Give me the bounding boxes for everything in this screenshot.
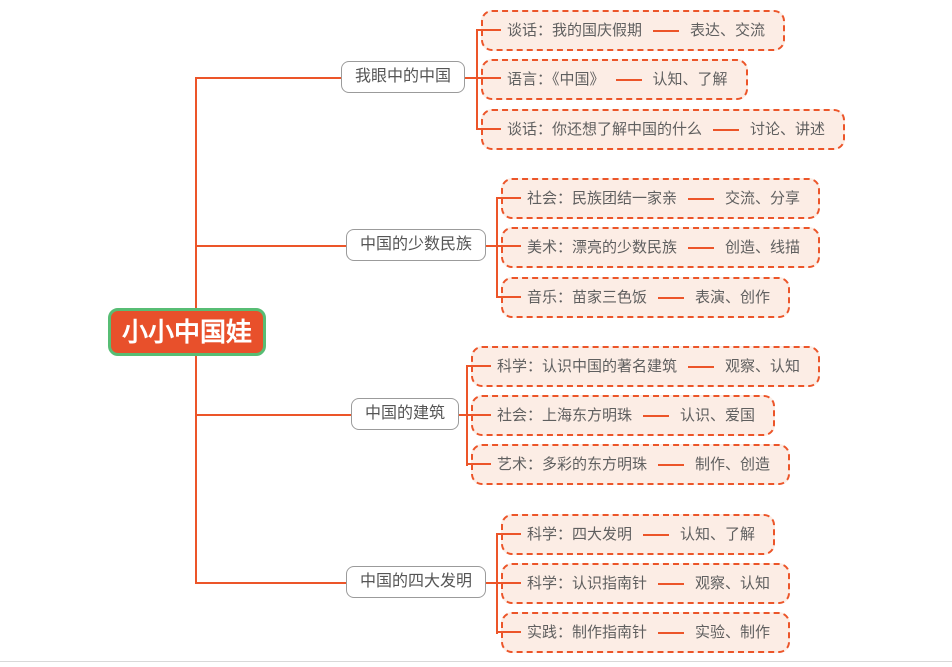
leaf-goals-label: 认知、了解 bbox=[680, 526, 756, 543]
leaf-activity-label: 谈话：我的国庆假期 bbox=[507, 22, 643, 39]
leaf-activity-label: 社会：上海东方明珠 bbox=[497, 407, 633, 424]
leaf-goals-label: 制作、创造 bbox=[695, 456, 771, 473]
connector-branch-4 bbox=[195, 582, 356, 584]
connector-group2-leaf1 bbox=[496, 197, 521, 199]
dash-separator bbox=[658, 296, 685, 299]
bottom-divider bbox=[0, 661, 952, 662]
dash-separator bbox=[658, 631, 685, 634]
dash-separator bbox=[713, 128, 740, 131]
branch-node-ethnic-minorities[interactable]: 中国的少数民族 bbox=[346, 229, 487, 261]
leaf-node-language-china[interactable]: 语言：《中国》 认知、了解 bbox=[481, 59, 748, 100]
leaf-node-colorful-oriental-pearl[interactable]: 艺术：多彩的东方明珠 制作、创造 bbox=[471, 444, 791, 485]
dash-separator bbox=[615, 78, 642, 81]
dash-separator bbox=[658, 582, 685, 585]
leaf-goals-label: 创造、线描 bbox=[725, 239, 801, 256]
leaf-goals-label: 交流、分享 bbox=[725, 190, 801, 207]
leaf-node-four-great-inventions[interactable]: 科学：四大发明 认知、了解 bbox=[501, 514, 776, 555]
leaf-activity-label: 音乐：苗家三色饭 bbox=[527, 289, 648, 306]
leaf-activity-label: 实践：制作指南针 bbox=[527, 624, 648, 641]
leaf-node-national-day-talk[interactable]: 谈话：我的国庆假期 表达、交流 bbox=[481, 10, 786, 51]
leaf-goals-label: 实验、制作 bbox=[695, 624, 771, 641]
leaf-goals-label: 认知、了解 bbox=[652, 71, 728, 88]
leaf-node-oriental-pearl[interactable]: 社会：上海东方明珠 认识、爱国 bbox=[471, 395, 776, 436]
leaf-node-know-compass[interactable]: 科学：认识指南针 观察、认知 bbox=[501, 563, 791, 604]
dash-separator bbox=[688, 197, 715, 200]
connector-branch-1 bbox=[195, 77, 351, 79]
leaf-goals-label: 表演、创作 bbox=[695, 289, 771, 306]
connector-group1-leaf2 bbox=[476, 77, 501, 79]
leaf-activity-label: 科学：认识指南针 bbox=[527, 575, 648, 592]
dash-separator bbox=[688, 246, 715, 249]
connector-group3-leaf3 bbox=[466, 463, 491, 465]
connector-group2-leaf3 bbox=[496, 296, 521, 298]
connector-branch-2 bbox=[195, 245, 356, 247]
leaf-node-miao-tricolor-rice[interactable]: 音乐：苗家三色饭 表演、创作 bbox=[501, 277, 791, 318]
leaf-goals-label: 讨论、讲述 bbox=[750, 121, 826, 138]
dash-separator bbox=[688, 365, 715, 368]
connector-group1-vertical bbox=[476, 29, 478, 130]
connector-group4-leaf3 bbox=[496, 631, 521, 633]
leaf-activity-label: 社会：民族团结一家亲 bbox=[527, 190, 678, 207]
branch-node-architecture[interactable]: 中国的建筑 bbox=[351, 398, 460, 430]
connector-group3-leaf1 bbox=[466, 365, 491, 367]
dash-separator bbox=[653, 29, 680, 32]
leaf-activity-label: 科学：四大发明 bbox=[527, 526, 633, 543]
leaf-goals-label: 认识、爱国 bbox=[680, 407, 756, 424]
leaf-node-what-else-about-china[interactable]: 谈话：你还想了解中国的什么 讨论、讲述 bbox=[481, 109, 846, 150]
leaf-goals-label: 观察、认知 bbox=[725, 358, 801, 375]
leaf-activity-label: 语言：《中国》 bbox=[507, 71, 605, 88]
branch-node-china-in-my-eyes[interactable]: 我眼中的中国 bbox=[341, 61, 466, 93]
connector-group1-leaf3 bbox=[476, 128, 501, 130]
connector-group4-leaf2 bbox=[496, 582, 521, 584]
leaf-activity-label: 谈话：你还想了解中国的什么 bbox=[507, 121, 703, 138]
connector-group2-leaf2 bbox=[496, 245, 521, 247]
connector-group3-leaf2 bbox=[466, 414, 491, 416]
dash-separator bbox=[658, 463, 685, 466]
leaf-node-beautiful-minorities-art[interactable]: 美术：漂亮的少数民族 创造、线描 bbox=[501, 227, 821, 268]
connector-group2-vertical bbox=[496, 197, 498, 298]
connector-branch-3 bbox=[195, 414, 361, 416]
leaf-goals-label: 观察、认知 bbox=[695, 575, 771, 592]
leaf-activity-label: 美术：漂亮的少数民族 bbox=[527, 239, 678, 256]
leaf-node-ethnic-unity[interactable]: 社会：民族团结一家亲 交流、分享 bbox=[501, 178, 821, 219]
leaf-activity-label: 科学：认识中国的著名建筑 bbox=[497, 358, 678, 375]
leaf-node-make-compass[interactable]: 实践：制作指南针 实验、制作 bbox=[501, 612, 791, 653]
leaf-node-famous-buildings[interactable]: 科学：认识中国的著名建筑 观察、认知 bbox=[471, 346, 821, 387]
branch-node-four-inventions[interactable]: 中国的四大发明 bbox=[346, 566, 487, 598]
leaf-goals-label: 表达、交流 bbox=[690, 22, 766, 39]
dash-separator bbox=[643, 533, 670, 536]
root-node[interactable]: 小小中国娃 bbox=[108, 308, 267, 356]
leaf-activity-label: 艺术：多彩的东方明珠 bbox=[497, 456, 648, 473]
connector-group4-leaf1 bbox=[496, 533, 521, 535]
dash-separator bbox=[643, 414, 670, 417]
connector-group1-leaf1 bbox=[476, 29, 501, 31]
